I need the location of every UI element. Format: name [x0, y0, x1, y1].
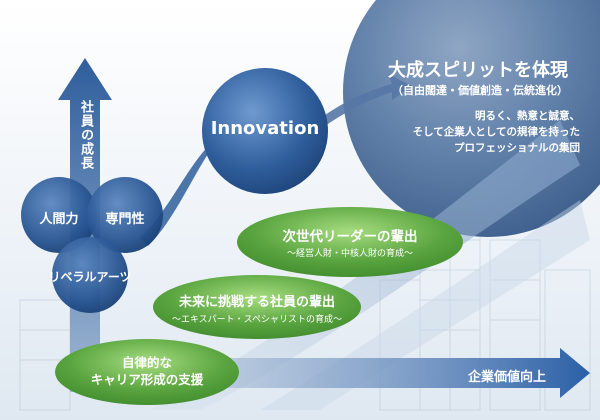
leaders-subtitle: ～経営人財・中核人財の育成～: [286, 249, 413, 259]
vision-subtitle: （自由闊達・価値創造・伝統進化）: [392, 84, 568, 97]
challenge-subtitle: ～エキスパート・スペシャリストの育成～: [171, 315, 343, 325]
career-line1: 自律的な: [121, 355, 172, 370]
challenge-title: 未来に挑戦する社員の輩出: [178, 295, 335, 310]
horizontal-value-arrow: [215, 348, 590, 398]
career-line2: キャリア形成の支援: [90, 372, 204, 387]
vision-description-line3: プロフェッショナルの集団: [454, 142, 580, 154]
vision-title: 大成スピリットを体現: [388, 60, 568, 81]
innovation-label: Innovation: [210, 118, 320, 139]
ellipse-challenge: [153, 275, 361, 339]
horizontal-arrow-label: 企業価値向上: [468, 370, 547, 385]
vision-description-line2: そして企業人としての規律を持った: [412, 126, 580, 138]
circle-human: [21, 177, 97, 253]
curve-arrow-to-vision: [318, 74, 412, 128]
circle-liberal-arts-label: リベラルアーツ: [48, 270, 132, 284]
circle-expertise: [87, 177, 163, 253]
vision-description-line1: 明るく、熱意と誠意、: [475, 110, 580, 122]
ellipse-leaders: [237, 207, 463, 277]
innovation-circle: [202, 68, 328, 194]
circle-human-label: 人間力: [39, 212, 79, 227]
vertical-arrow-label: 社員の成長: [78, 100, 93, 170]
leaders-title: 次世代リーダーの輩出: [282, 229, 418, 245]
circle-liberal-arts: [52, 237, 128, 313]
ellipse-career: [55, 339, 239, 405]
growth-beam-secondary: [260, 200, 590, 410]
growth-beam: [150, 120, 580, 410]
circle-expertise-label: 専門性: [105, 212, 145, 227]
